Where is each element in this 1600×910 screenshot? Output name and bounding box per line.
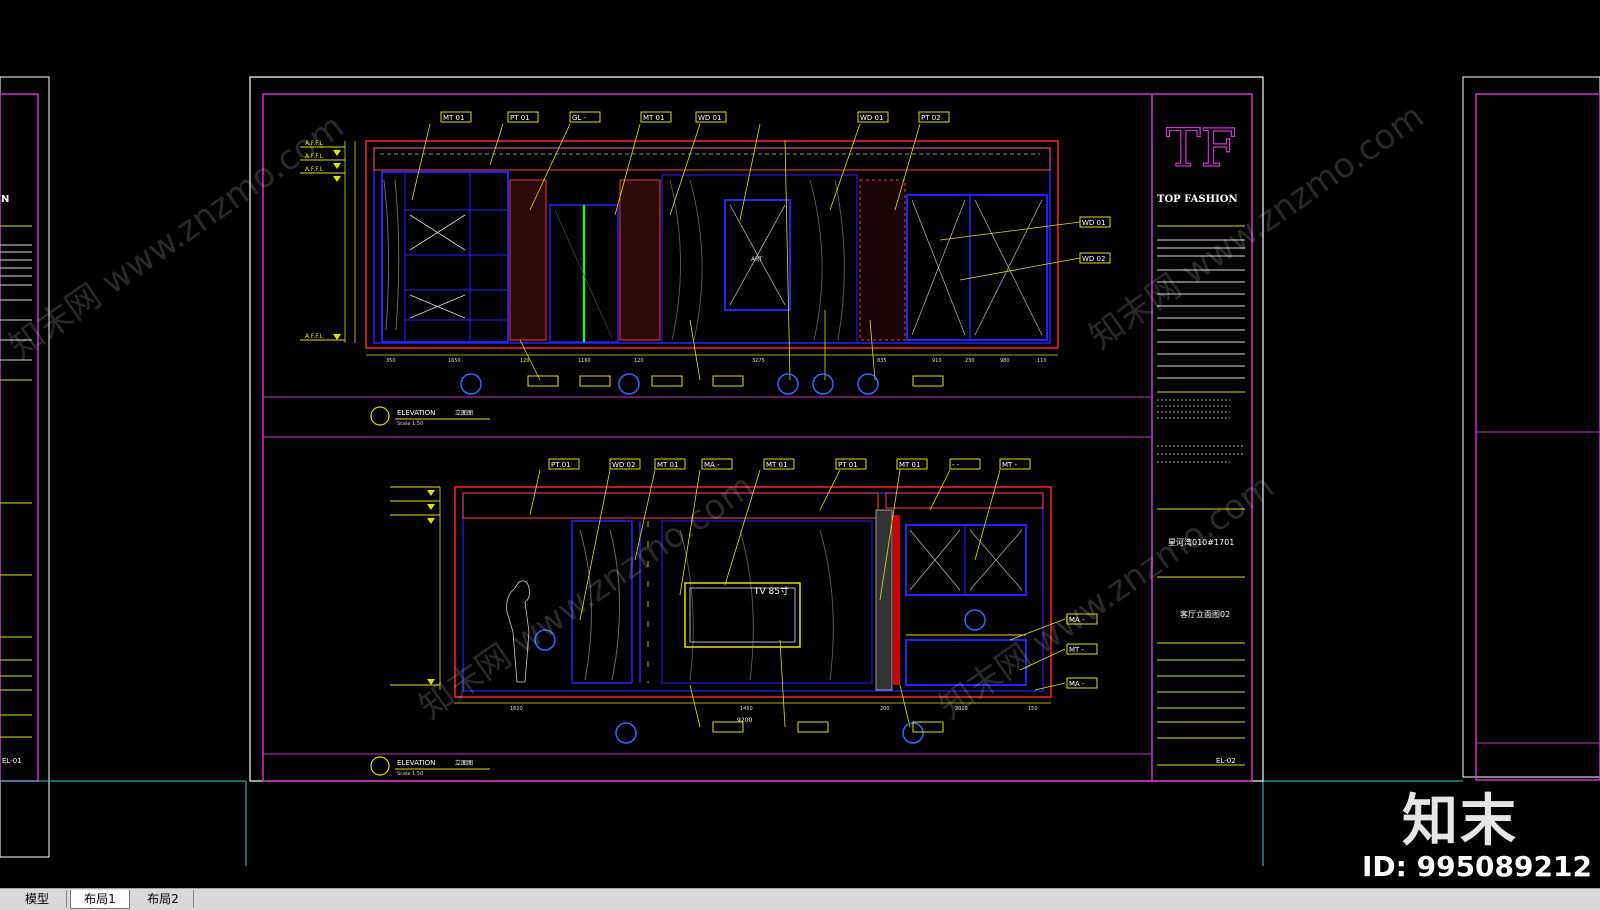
top-scale: Scale 1:50 <box>397 421 423 427</box>
top-side-tag-1: WD 01 <box>1082 219 1105 227</box>
top-level-4: A.F.F.L <box>305 333 324 340</box>
tab-model[interactable]: 模型 <box>8 890 67 908</box>
top-dim-3: 120 <box>520 358 530 364</box>
cad-drawing: TF TOP FASHION 星河湾010#1701 客厅立面图02 EL-02… <box>0 76 1600 866</box>
top-tag-1: MT 01 <box>443 114 464 122</box>
top-tag-7: PT 02 <box>921 114 941 122</box>
top-dim-4: 1160 <box>578 358 591 364</box>
top-caption-cn: 立面图 <box>455 409 473 417</box>
bottom-side-tag-3: MA - <box>1069 680 1085 688</box>
top-tag-5: WD 01 <box>698 114 721 122</box>
art-label: ART <box>751 256 763 263</box>
top-dim-2: 1650 <box>448 358 461 364</box>
layout-tab-bar: 模型 布局1 布局2 <box>0 888 1600 910</box>
bottom-dim-3: 200 <box>880 706 890 712</box>
bottom-dim-2: 1450 <box>740 706 753 712</box>
tab-layout-2[interactable]: 布局2 <box>133 890 194 908</box>
bottom-tag-1: PT 01 <box>551 461 571 469</box>
bottom-tag-2: WD 02 <box>612 461 635 469</box>
top-side-tag-2: WD 02 <box>1082 255 1105 263</box>
brand-logo: TF <box>1166 119 1237 179</box>
top-tag-3: GL - <box>572 114 587 122</box>
bottom-tag-4: MA - <box>704 461 720 469</box>
bottom-tag-6: PT 01 <box>838 461 858 469</box>
brand-name: TOP FASHION <box>1157 194 1238 205</box>
bottom-tag-3: MT 01 <box>657 461 678 469</box>
left-brand-partial: N <box>1 194 9 205</box>
top-elevation <box>300 123 1081 426</box>
svg-text:知末网 www.znzmo.com: 知末网 www.znzmo.com <box>412 466 761 727</box>
top-tag-boxes <box>440 111 1111 387</box>
bottom-tag-boxes <box>548 458 1098 733</box>
bottom-scale: Scale 1:50 <box>397 771 423 777</box>
bottom-caption: ELEVATION <box>397 759 435 767</box>
top-tag-4: MT 01 <box>643 114 664 122</box>
top-level-1: A.F.F.L <box>305 140 324 147</box>
top-tag-6: WD 01 <box>860 114 883 122</box>
top-dim-10: 980 <box>1000 358 1010 364</box>
top-level-3: A.F.F.L <box>305 166 324 173</box>
bottom-tag-8: - - <box>952 461 960 469</box>
total-dimension: 9200 <box>737 717 752 724</box>
top-dim-5: 120 <box>634 358 644 364</box>
bottom-side-tag-1: MA - <box>1069 616 1085 624</box>
drawing-title: 客厅立面图02 <box>1180 609 1230 619</box>
top-dim-9: 230 <box>965 358 975 364</box>
project-name: 星河湾010#1701 <box>1168 537 1234 547</box>
sheet-number: EL-02 <box>1216 757 1236 765</box>
top-caption: ELEVATION <box>397 409 435 417</box>
top-tag-2: PT 01 <box>510 114 530 122</box>
top-dim-1: 350 <box>386 358 396 364</box>
bottom-caption-cn: 立面图 <box>455 759 473 767</box>
title-block <box>1157 225 1245 766</box>
diagonal-watermark: 知末网 www.znzmo.com 知末网 www.znzmo.com 知末网 … <box>2 96 1431 727</box>
svg-text:知末网 www.znzmo.com: 知末网 www.znzmo.com <box>1082 96 1431 357</box>
bottom-side-tag-2: MT - <box>1069 646 1085 654</box>
svg-text:知末网 www.znzmo.com: 知末网 www.znzmo.com <box>932 466 1281 727</box>
right-sheet <box>1262 76 1600 866</box>
tab-layout-1[interactable]: 布局1 <box>70 890 130 909</box>
bottom-dim-1: 1610 <box>510 706 523 712</box>
left-sheet-number: EL-01 <box>2 757 22 765</box>
text-layer: TF TOP FASHION 星河湾010#1701 客厅立面图02 EL-02… <box>1 114 1238 777</box>
top-dim-8: 910 <box>932 358 942 364</box>
left-sheet <box>0 76 247 866</box>
svg-text:知末网 www.znzmo.com: 知末网 www.znzmo.com <box>2 106 351 367</box>
cad-drawing-canvas[interactable]: TF TOP FASHION 星河湾010#1701 客厅立面图02 EL-02… <box>0 0 1600 888</box>
watermark-logo: 知末 <box>1402 789 1518 854</box>
main-sheet: TF TOP FASHION 星河湾010#1701 客厅立面图02 EL-02… <box>1 76 1431 782</box>
bottom-dim-4: 2010 <box>955 706 968 712</box>
bottom-tag-9: MT - <box>1002 461 1018 469</box>
bottom-elevation <box>370 469 1066 776</box>
bottom-tag-7: MT 01 <box>899 461 920 469</box>
tv-label: TV 85寸 <box>753 585 789 597</box>
top-level-2: A.F.F.L <box>305 153 324 160</box>
top-dim-6: 3275 <box>752 358 765 364</box>
bottom-dim-5: 150 <box>1028 706 1038 712</box>
bottom-tag-5: MT 01 <box>766 461 787 469</box>
top-dim-7: 835 <box>877 358 887 364</box>
watermark-id: ID: 995089212 <box>1362 850 1592 883</box>
top-dim-11: 110 <box>1037 358 1047 364</box>
